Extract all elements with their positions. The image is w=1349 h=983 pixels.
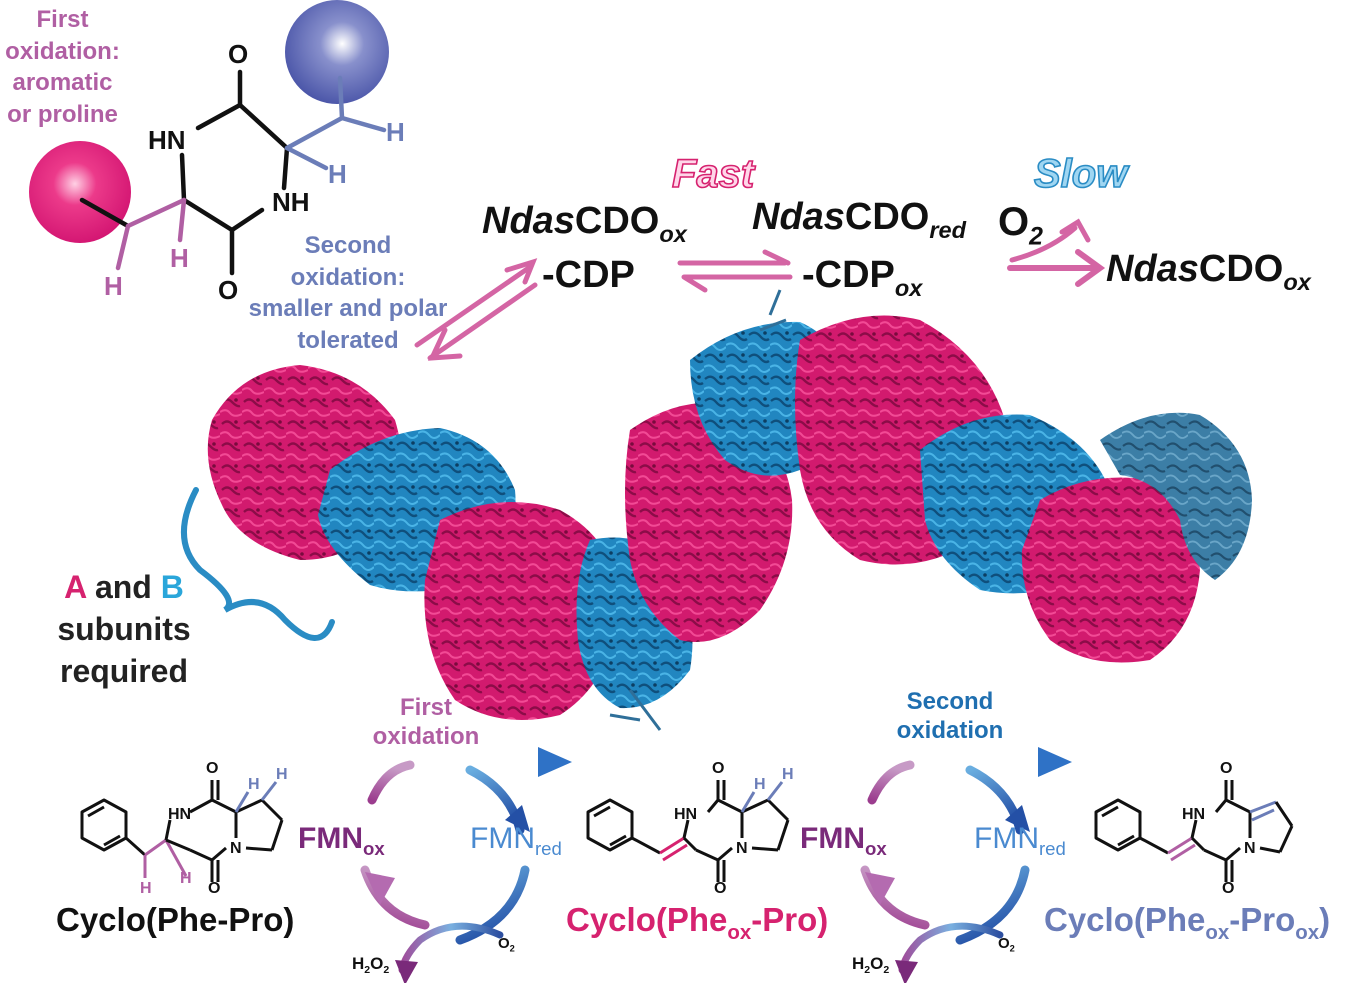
atom-hn-label: HN — [674, 806, 698, 823]
protein-density-map — [207, 289, 1252, 731]
species-ndascdo-ox-final: NdasCDOox — [1106, 248, 1311, 295]
species-ndascdo-ox-cdp: NdasCDOox — [482, 200, 687, 247]
atom-h-label: H — [140, 880, 152, 897]
atom-hn-label: HN — [168, 806, 192, 823]
compound-cyclo-pheox-pro: Cyclo(Pheox-Pro) — [566, 901, 829, 944]
mol-nh2-label: NH — [272, 187, 310, 217]
mol-o-top-label: O — [228, 39, 249, 69]
second-oxidation-label: Second oxidation — [896, 688, 1004, 744]
top-molecule — [29, 0, 389, 276]
subunit-a-blob — [424, 502, 620, 720]
atom-o-label: O — [208, 880, 221, 897]
pink-sidechain-sphere — [29, 141, 131, 243]
atom-o-label: O — [1222, 880, 1235, 897]
atom-n-label: N — [736, 840, 748, 857]
fmn-red-label: FMNred — [470, 822, 562, 860]
equilibrium-arrow-diagonal — [414, 258, 538, 361]
subunit-squiggle — [181, 487, 335, 641]
compound-cyclo-pheox-proox: Cyclo(Pheox-Proox) — [1044, 901, 1331, 944]
atom-o-label: O — [712, 760, 725, 777]
subunit-b-blob — [1100, 412, 1252, 580]
atom-h-label: H — [754, 776, 766, 793]
compound-cyclo-phe-pro: Cyclo(Phe-Pro) — [56, 901, 295, 938]
mol-h-label: H — [170, 243, 189, 273]
fmn-ox-label: FMNox — [800, 822, 887, 860]
mol-o-bottom-label: O — [218, 275, 239, 305]
slow-label: Slow — [1033, 151, 1128, 197]
o2-small-label: O2 — [498, 935, 515, 954]
atom-h-label: H — [180, 870, 192, 887]
atom-n-label: N — [230, 840, 242, 857]
atom-o-label: O — [714, 880, 727, 897]
h2o2-label: H2O2 — [352, 954, 390, 976]
mol-h-label: H — [104, 271, 123, 301]
species-cdp-label: -CDP — [542, 254, 635, 296]
subunit-a-blob — [1021, 477, 1200, 663]
molecule-cyclo-pheox-proox — [1094, 780, 1294, 882]
first-oxidation-arrow — [360, 747, 572, 983]
first-oxidation-label: First oxidation — [372, 694, 480, 750]
molecule-cyclo-pheox-pro — [586, 780, 790, 882]
atom-o-label: O — [206, 760, 219, 777]
mol-h-label: H — [328, 159, 347, 189]
species-ndascdo-red-cdpox: NdasCDOred — [752, 196, 967, 243]
atom-h-label: H — [276, 766, 288, 783]
atom-h-label: H — [782, 766, 794, 783]
fmn-red-label: FMNred — [974, 822, 1066, 860]
subunit-b-label: B — [160, 569, 184, 605]
second-oxidation-arrow — [860, 747, 1072, 983]
equilibrium-arrow-fast — [677, 249, 793, 293]
slow-arrow — [1007, 218, 1106, 287]
fast-label: Fast — [671, 151, 755, 197]
h2o2-label: H2O2 — [852, 954, 890, 976]
atom-h-label: H — [248, 776, 260, 793]
mol-nh1-label: HN — [148, 125, 186, 155]
o2-label: O2 — [998, 200, 1043, 251]
species-cdpox-label: -CDPox — [802, 254, 923, 301]
subunit-a-label: A — [64, 569, 87, 605]
first-oxidation-note: First oxidation: aromatic or proline — [5, 6, 120, 129]
atom-hn-label: HN — [1182, 806, 1206, 823]
subunits-note: A and B subunits required — [57, 569, 191, 690]
atom-o-label: O — [1220, 760, 1233, 777]
fmn-ox-label: FMNox — [298, 822, 385, 860]
mol-h-label: H — [386, 117, 405, 147]
o2-small-label: O2 — [998, 935, 1015, 954]
atom-n-label: N — [1244, 840, 1256, 857]
second-oxidation-note: Second oxidation: smaller and polar tole… — [248, 232, 448, 355]
blue-sidechain-sphere — [285, 0, 389, 104]
molecule-cyclo-phe-pro — [80, 780, 284, 882]
